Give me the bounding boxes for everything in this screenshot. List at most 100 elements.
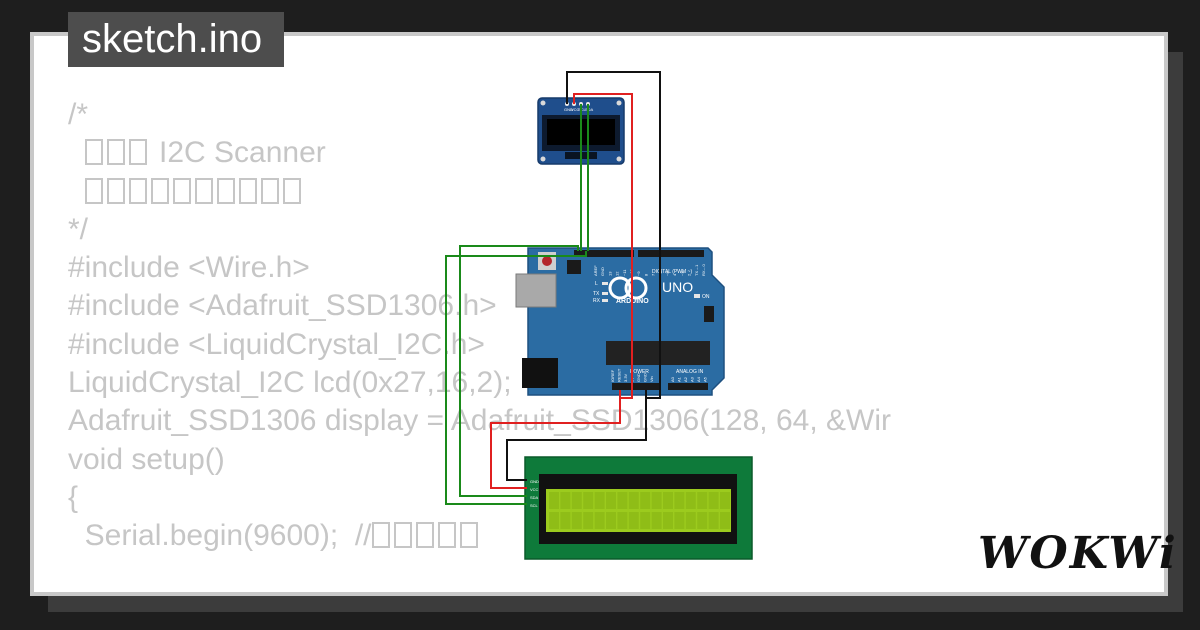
pin-label: ~5 (665, 271, 670, 276)
pin-label: A5 (703, 376, 708, 382)
digital-header-left (574, 250, 634, 257)
on-led (694, 294, 700, 298)
pin-label: IOREF (610, 369, 615, 382)
lcd-cell (720, 492, 730, 509)
pin-label: RX←0 (701, 263, 706, 276)
lcd-cell (697, 492, 708, 509)
code-line: void setup() (68, 441, 1168, 479)
lcd-cell (594, 512, 605, 529)
pin-label: A4 (696, 376, 701, 382)
pin-label: 3.3V (623, 373, 628, 382)
digital-label: DIGITAL (PWM ~) (652, 269, 692, 275)
lcd-cell (549, 492, 559, 509)
code-text: LiquidCrystal_I2C lcd(0x27,16,2); (68, 366, 512, 400)
code-line: Serial.begin(9600); // (68, 517, 1168, 555)
file-tab[interactable]: sketch.ino (68, 12, 285, 67)
arduino-uno-board[interactable]: ARDUINO UNO DIGITAL (PWM ~) POWER ANALOG… (515, 247, 725, 396)
lcd-cell (663, 492, 673, 509)
wokwi-logo: WOKWi (978, 528, 1178, 579)
missing-glyph-icon (106, 177, 125, 204)
oled-pin-labels: GND VCC SCL SDA (564, 107, 594, 112)
pin-label: ~11 (622, 269, 627, 276)
missing-glyph-icon (459, 522, 478, 549)
code-line: #include <LiquidCrystal_I2C.h> (68, 326, 1168, 364)
pin-label: RESET (617, 368, 622, 382)
missing-glyph-icon (437, 522, 456, 549)
lcd-pin-sda: SDA (530, 495, 539, 500)
missing-glyph-icon (172, 177, 191, 204)
lcd-cell (628, 512, 639, 529)
code-line: */ (68, 211, 1168, 249)
arduino-logo-icon (608, 276, 632, 300)
led-label-rx: RX (593, 298, 601, 304)
missing-glyph-icon (260, 177, 279, 204)
missing-glyph-icon (238, 177, 257, 204)
missing-glyph-icon (415, 522, 434, 549)
code-text: void setup() (68, 442, 225, 476)
lcd-cell (640, 492, 651, 509)
pin-label: Vin (649, 376, 654, 382)
lcd-cell (617, 492, 628, 509)
lcd-cell (583, 492, 594, 509)
code-text: */ (68, 212, 89, 246)
pin-label: 4 (672, 273, 677, 276)
lcd-cell (606, 512, 616, 529)
power-header (612, 383, 660, 390)
code-text: #include <Wire.h> (68, 251, 310, 285)
lcd-cell (560, 492, 571, 509)
lcd-1602-display[interactable]: GND VCC SDA SCL (524, 456, 753, 560)
on-label: ON (702, 294, 710, 300)
code-line: LiquidCrystal_I2C lcd(0x27,16,2); (68, 364, 1168, 402)
pin-label: GND (643, 373, 648, 382)
icsp-header (567, 260, 714, 322)
lcd-cell (697, 512, 708, 529)
arduino-model: UNO (662, 279, 693, 295)
missing-glyph-icon (194, 177, 213, 204)
oled-pin-scl: SCL (578, 107, 587, 112)
power-label: POWER (630, 369, 649, 375)
pin-label: 7 (651, 273, 656, 276)
pin-label: 12 (615, 271, 620, 276)
oled-pin-vcc: VCC (571, 107, 580, 112)
lcd-cell (685, 492, 696, 509)
code-line: { (68, 479, 1168, 517)
lcd-cell (583, 512, 594, 529)
pin-label: A3 (690, 376, 695, 382)
pin-label: 2 (687, 273, 692, 276)
oled-pin-gnd: GND (564, 107, 573, 112)
pin-label: ~3 (679, 271, 684, 276)
digital-header-right (638, 250, 704, 257)
lcd-cell (571, 512, 582, 529)
lcd-cell (606, 492, 616, 509)
code-text: I2C Scanner (159, 136, 326, 170)
lcd-cell (594, 492, 605, 509)
pin-label: GND (600, 267, 605, 276)
led-label-tx: TX (593, 291, 600, 297)
pin-label: 13 (607, 271, 612, 276)
code-editor[interactable]: /* I2C Scanner */#include <Wire.h>#inclu… (68, 96, 1168, 556)
power-jack (522, 358, 558, 388)
wires (445, 71, 661, 505)
lcd-cell (674, 512, 685, 529)
wire-lcd-sda (459, 245, 579, 497)
oled-pin-sda: SDA (585, 107, 594, 112)
code-text: Adafruit_SSD1306 display = Adafruit_SSD1… (68, 404, 891, 438)
code-line: I2C Scanner (68, 134, 1168, 172)
lcd-cell (651, 512, 662, 529)
lcd-cell (651, 492, 662, 509)
lcd-cell (708, 512, 719, 529)
missing-glyph-icon (150, 177, 169, 204)
atmega-chip (606, 341, 710, 365)
analog-header (668, 383, 708, 390)
status-led-labels: L TX RX (593, 281, 601, 304)
code-text: Serial.begin(9600); // (84, 519, 372, 553)
missing-glyph-icon (216, 177, 235, 204)
lcd-cell (549, 512, 559, 529)
code-line: Adafruit_SSD1306 display = Adafruit_SSD1… (68, 402, 1168, 440)
missing-glyph-icon (371, 522, 390, 549)
code-line (68, 173, 1168, 211)
lcd-pin-gnd: GND (530, 479, 539, 484)
lcd-cell (685, 512, 696, 529)
missing-glyph-icon (128, 139, 147, 166)
